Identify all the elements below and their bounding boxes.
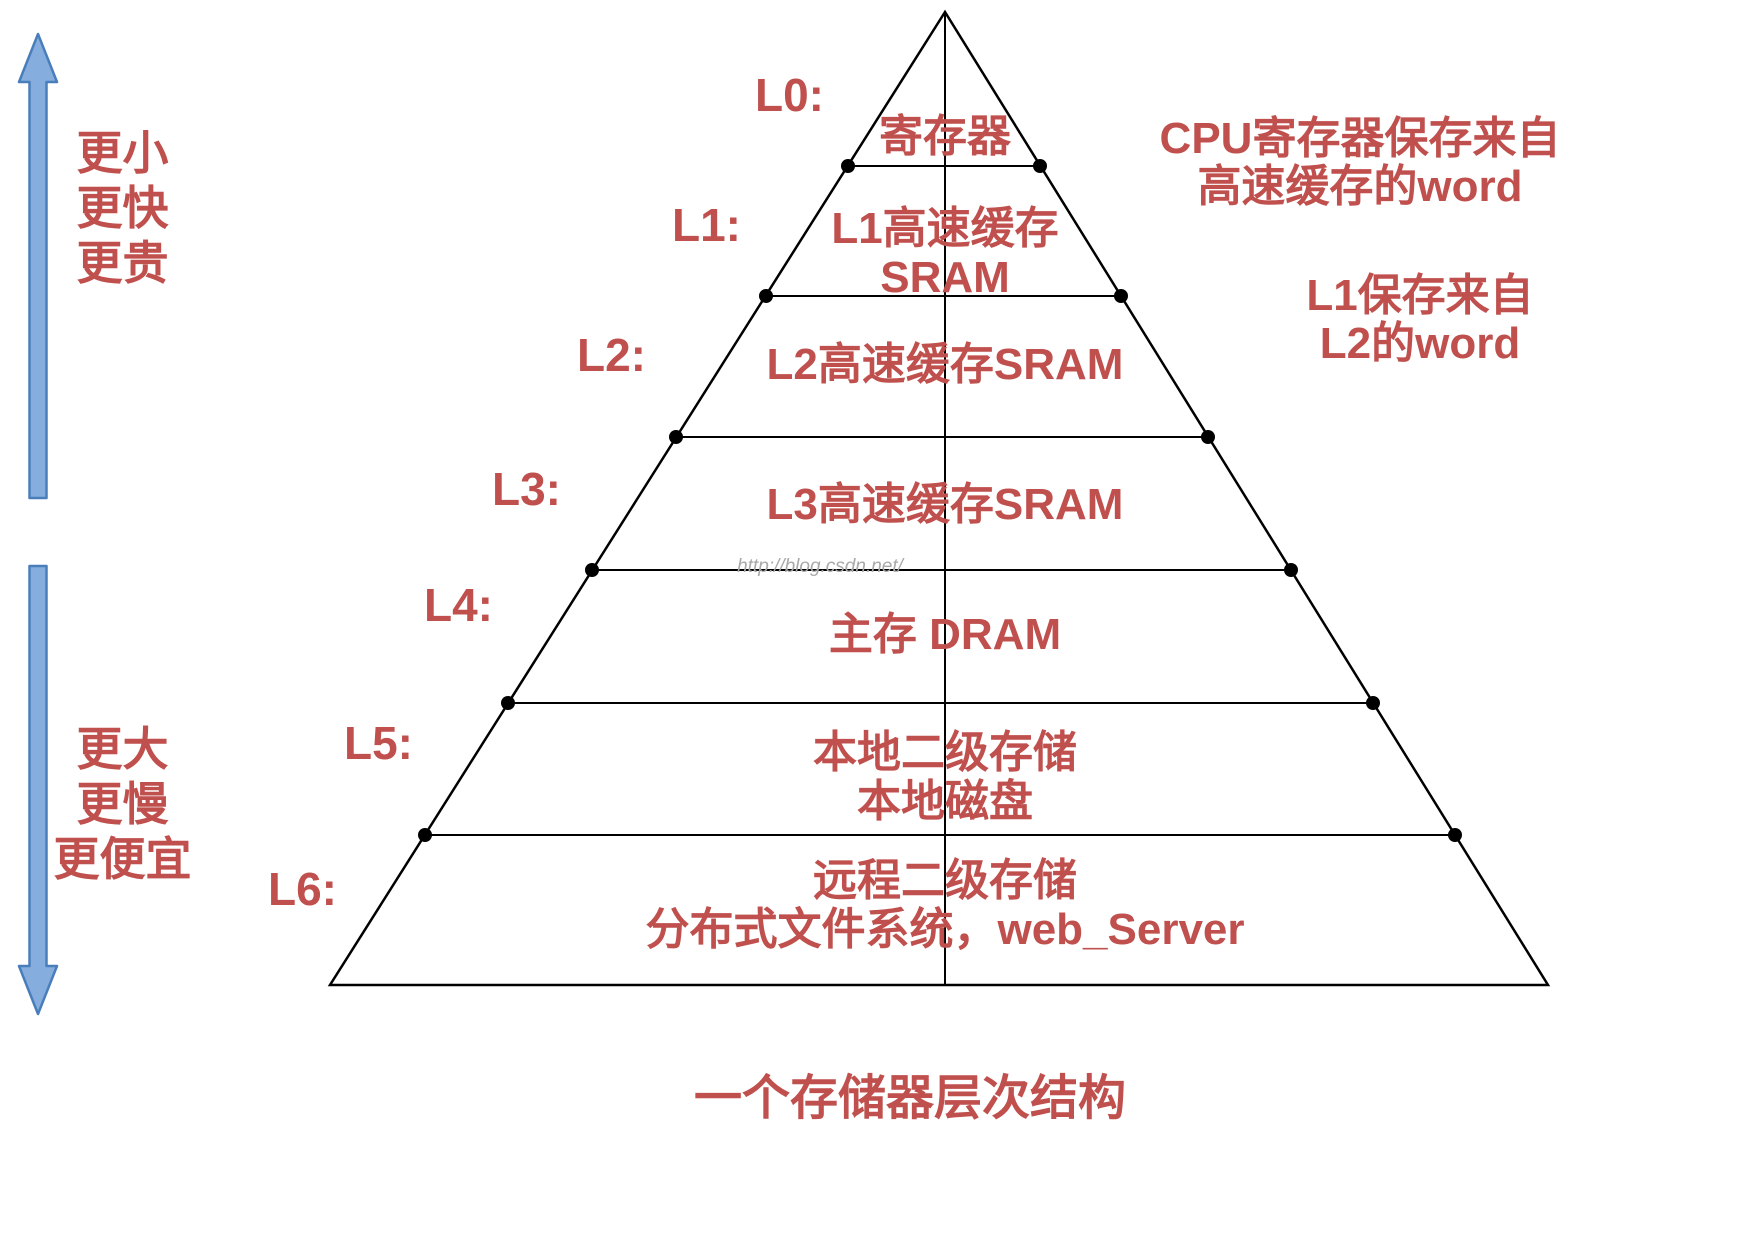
divider-endpoint-dot — [759, 289, 773, 303]
annotation-cpu-register-word: CPU寄存器保存来自 高速缓存的word — [1159, 114, 1561, 212]
level-label-main-memory: 主存 DRAM — [828, 610, 1062, 659]
annotation-larger-slower-cheaper: 更大 更慢 更便宜 — [53, 723, 192, 886]
divider-endpoint-dot — [585, 563, 599, 577]
level-id-l5: L5: — [344, 717, 413, 769]
pyramid-outline — [327, 9, 1551, 987]
level-id-l4: L4: — [424, 579, 493, 631]
annotation-smaller-faster-costlier: 更小 更快 更贵 — [76, 127, 169, 290]
divider-endpoint-dot — [1448, 828, 1462, 842]
divider-endpoint-dot — [501, 696, 515, 710]
level-id-l3: L3: — [492, 463, 561, 515]
level-label-remote-storage: 远程二级存储 分布式文件系统，web_Server — [645, 856, 1245, 955]
level-id-l2: L2: — [577, 329, 646, 381]
down-arrow — [17, 564, 59, 1016]
level-id-l1: L1: — [672, 199, 741, 251]
level-label-l1-cache: L1高速缓存 SRAM — [831, 204, 1059, 303]
level-label-l3-cache: L3高速缓存SRAM — [766, 480, 1124, 529]
level-label-local-storage: 本地二级存储 本地磁盘 — [813, 728, 1077, 827]
level-id-l6: L6: — [268, 863, 337, 915]
divider-endpoint-dot — [669, 430, 683, 444]
divider-endpoint-dot — [841, 159, 855, 173]
divider-endpoint-dot — [1033, 159, 1047, 173]
divider-endpoint-dot — [1366, 696, 1380, 710]
level-id-l0: L0: — [755, 69, 824, 121]
diagram-caption: 一个存储器层次结构 — [693, 1072, 1126, 1125]
level-label-registers: 寄存器 — [879, 112, 1011, 161]
divider-endpoint-dot — [418, 828, 432, 842]
divider-endpoint-dot — [1284, 563, 1298, 577]
annotation-l1-from-l2-word: L1保存来自 L2的word — [1306, 271, 1534, 369]
divider-endpoint-dot — [1201, 430, 1215, 444]
level-label-l2-cache: L2高速缓存SRAM — [766, 340, 1124, 389]
up-arrow — [17, 32, 59, 500]
watermark-text: http://blog.csdn.net/ — [737, 556, 903, 577]
divider-endpoint-dot — [1114, 289, 1128, 303]
